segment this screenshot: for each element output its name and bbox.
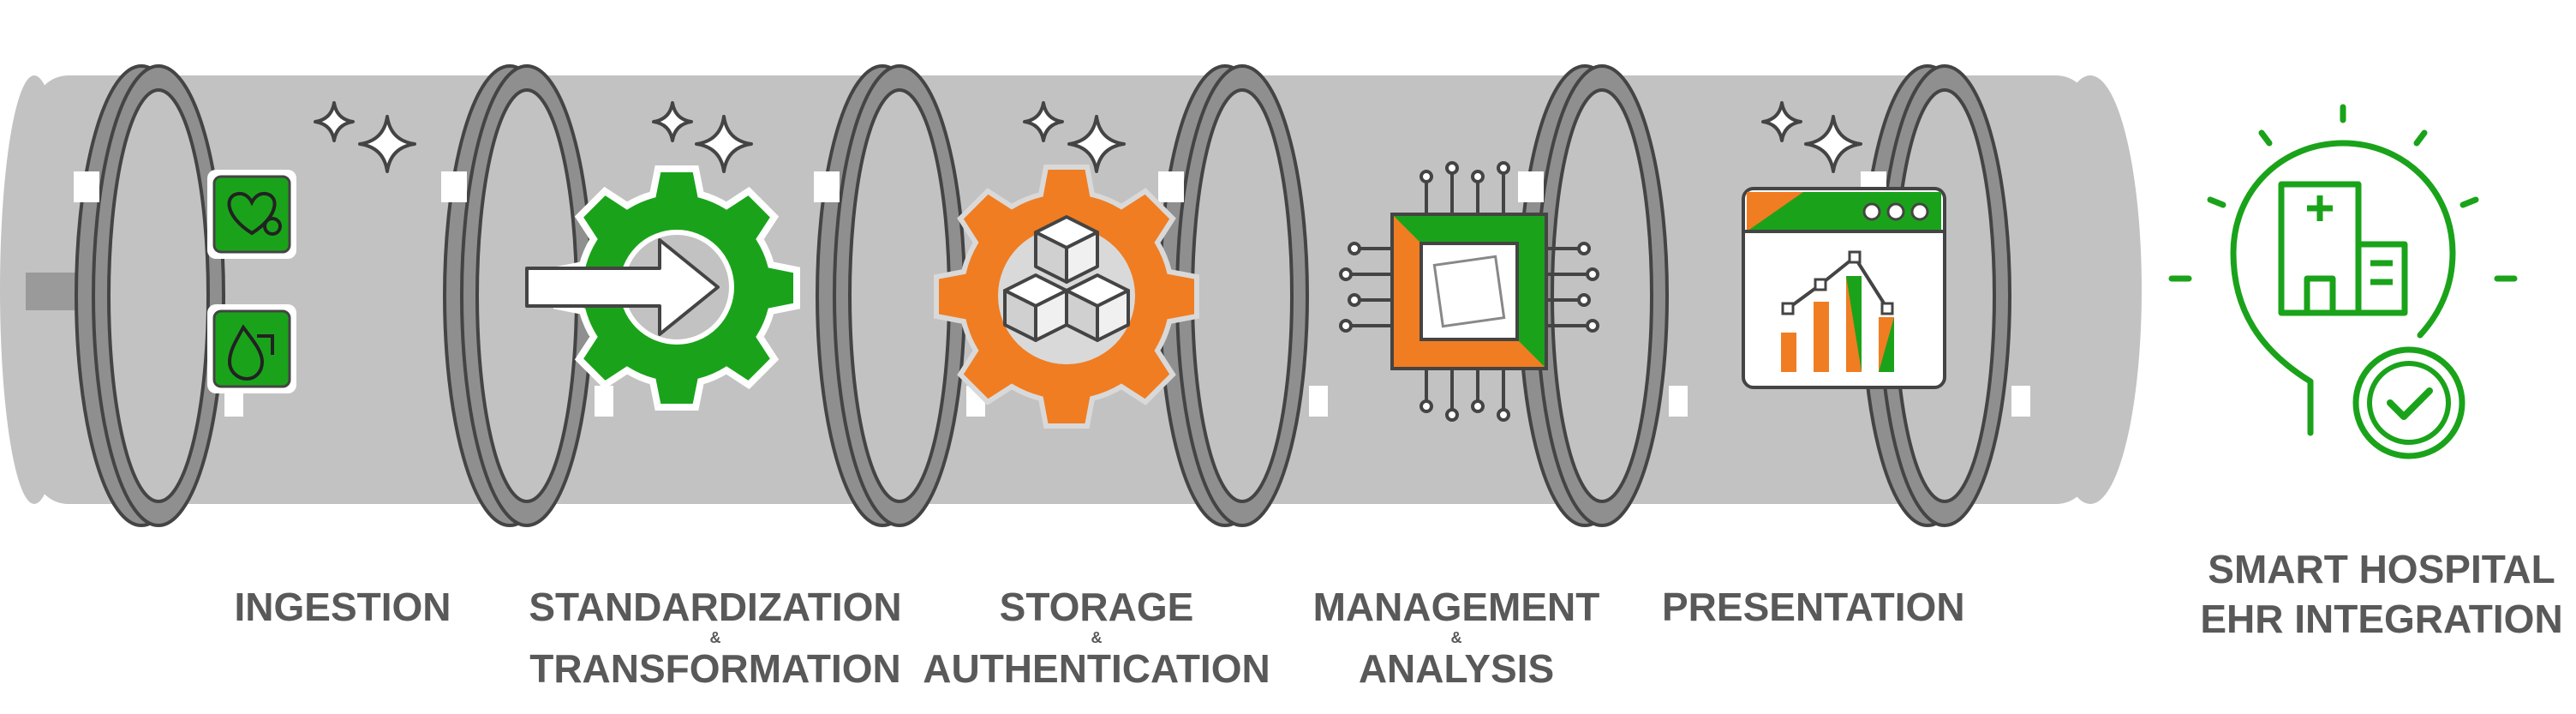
stage-label-storage: STORAGE & AUTHENTICATION [917, 585, 1276, 690]
stage-label-ingestion: INGESTION [214, 585, 471, 628]
stage-ampersand: & [1450, 629, 1462, 646]
stage-label-management: MANAGEMENT & ANALYSIS [1294, 585, 1619, 690]
stage-title-bottom: TRANSFORMATION [529, 646, 901, 691]
outcome-line-1: SMART HOSPITAL [2208, 547, 2555, 591]
checkmark-icon [2352, 346, 2465, 459]
stage-title-bottom: ANALYSIS [1358, 646, 1555, 691]
stage-ampersand: & [1091, 629, 1103, 646]
outcome-label: SMART HOSPITAL EHR INTEGRATION [2193, 544, 2570, 644]
gear-icon [525, 165, 800, 411]
heart-icon [207, 170, 296, 259]
ring-5 [1518, 64, 1688, 527]
stage-title-bottom: AUTHENTICATION [923, 646, 1270, 691]
stage-label-presentation: PRESENTATION [1662, 585, 1965, 629]
cubes-icon [934, 165, 1199, 429]
stage-ampersand: & [709, 629, 721, 646]
droplet-icon [207, 304, 296, 393]
ring-4 [1158, 64, 1328, 527]
stage-label-standardization: STANDARDIZATION & TRANSFORMATION [523, 585, 908, 690]
stage-title-top: MANAGEMENT [1312, 585, 1600, 629]
hospital-icon [2278, 181, 2408, 316]
lightbulb-icon [2168, 104, 2518, 436]
ring-2 [441, 64, 613, 527]
stage-title: INGESTION [234, 585, 451, 629]
stage-title-top: STANDARDIZATION [529, 585, 902, 629]
stage-title: PRESENTATION [1662, 585, 1965, 629]
stage-title-top: STORAGE [999, 585, 1194, 629]
chip-icon [1339, 161, 1599, 422]
ring-3 [814, 64, 985, 527]
dashboard-icon [1742, 187, 1946, 389]
outcome-line-2: EHR INTEGRATION [2200, 597, 2563, 641]
